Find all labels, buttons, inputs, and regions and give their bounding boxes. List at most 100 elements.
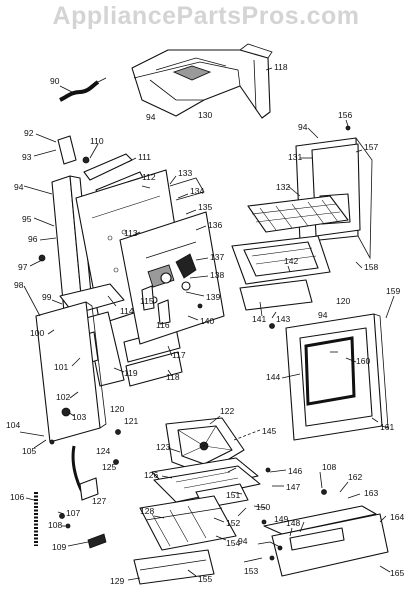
label-103: 103 [72,412,86,422]
label-120b: 120 [336,296,350,306]
label-139: 139 [206,292,220,302]
part-storage-drawer[interactable] [263,505,389,577]
part-bracket-116[interactable] [157,299,171,325]
label-97: 97 [18,262,28,272]
label-151: 151 [226,490,240,500]
label-105: 105 [22,446,36,456]
fasteners [49,125,351,561]
part-hinge[interactable] [71,445,99,501]
label-149: 149 [274,514,288,524]
part-labels: 90 92 93 94 95 96 97 98 99 100 101 102 1… [6,62,404,586]
label-122: 122 [220,406,234,416]
label-124: 124 [96,446,110,456]
watermark: AppliancePartsPros.com [52,2,360,30]
label-158: 158 [364,262,378,272]
label-119: 119 [124,368,138,378]
label-110: 110 [90,136,104,146]
label-114: 114 [120,306,134,316]
label-126: 126 [144,470,158,480]
label-161: 161 [380,422,394,432]
label-102: 102 [56,392,70,402]
part-drawer-front[interactable] [133,549,215,585]
label-128: 128 [140,506,154,516]
part-left-side[interactable] [35,301,107,443]
label-93: 93 [22,152,32,162]
part-channel-118[interactable] [125,351,183,387]
part-broiler-pan[interactable] [231,235,331,285]
label-117: 117 [172,350,186,360]
label-150: 150 [256,502,270,512]
label-163: 163 [364,488,378,498]
label-94c: 94 [146,112,156,122]
label-90: 90 [50,76,60,86]
part-clip-109[interactable] [87,533,107,549]
label-96: 96 [28,234,38,244]
label-129: 129 [110,576,124,586]
label-95: 95 [22,214,32,224]
label-101: 101 [54,362,68,372]
label-116: 116 [156,320,170,330]
label-100: 100 [30,328,44,338]
label-160: 160 [356,356,370,366]
part-oven-door[interactable] [285,313,389,441]
label-141: 141 [252,314,266,324]
label-120a: 120 [110,404,124,414]
leader-lines [19,67,395,581]
label-130: 130 [198,110,212,120]
label-164: 164 [390,512,404,522]
label-137: 137 [210,252,224,262]
part-oven-rack[interactable] [247,195,349,233]
label-94d: 94 [318,310,328,320]
label-94b: 94 [298,122,308,132]
part-broiler-drawer[interactable] [139,495,237,551]
part-control-panel[interactable] [119,211,225,345]
label-107: 107 [66,508,80,518]
label-138: 138 [210,270,224,280]
label-134: 134 [190,186,204,196]
label-99: 99 [42,292,52,302]
label-118b: 118 [274,62,288,72]
label-133: 133 [178,168,192,178]
label-162: 162 [348,472,362,482]
label-132: 132 [276,182,290,192]
label-156: 156 [338,110,352,120]
label-147: 147 [286,482,300,492]
label-104: 104 [6,420,20,430]
label-159: 159 [386,286,400,296]
label-135: 135 [198,202,212,212]
label-144: 144 [266,372,280,382]
label-112: 112 [142,172,156,182]
label-157: 157 [364,142,378,152]
part-valve-115[interactable] [141,285,155,311]
label-94a: 94 [14,182,24,192]
label-106: 106 [10,492,24,502]
label-109: 109 [52,542,66,552]
label-153: 153 [244,566,258,576]
label-98: 98 [14,280,24,290]
label-92: 92 [24,128,34,138]
label-127: 127 [92,496,106,506]
label-136: 136 [208,220,222,230]
label-145: 145 [262,426,276,436]
label-131: 131 [288,152,302,162]
part-pan-insert[interactable] [239,279,313,311]
label-115: 115 [140,296,154,306]
label-121: 121 [124,416,138,426]
label-118a: 118 [166,372,180,382]
label-154: 154 [226,538,240,548]
label-155: 155 [198,574,212,584]
part-power-cord[interactable] [59,77,107,102]
label-108a: 108 [48,520,62,530]
label-152: 152 [226,518,240,528]
label-108b: 108 [322,462,336,472]
part-frame-119[interactable] [85,311,125,387]
label-125: 125 [102,462,116,472]
label-143: 143 [276,314,290,324]
label-123: 123 [156,442,170,452]
part-cooktop[interactable] [131,43,273,119]
part-trim-111[interactable] [83,153,133,181]
label-165: 165 [390,568,404,578]
part-bracket-92[interactable] [57,135,77,165]
label-142: 142 [284,256,298,266]
